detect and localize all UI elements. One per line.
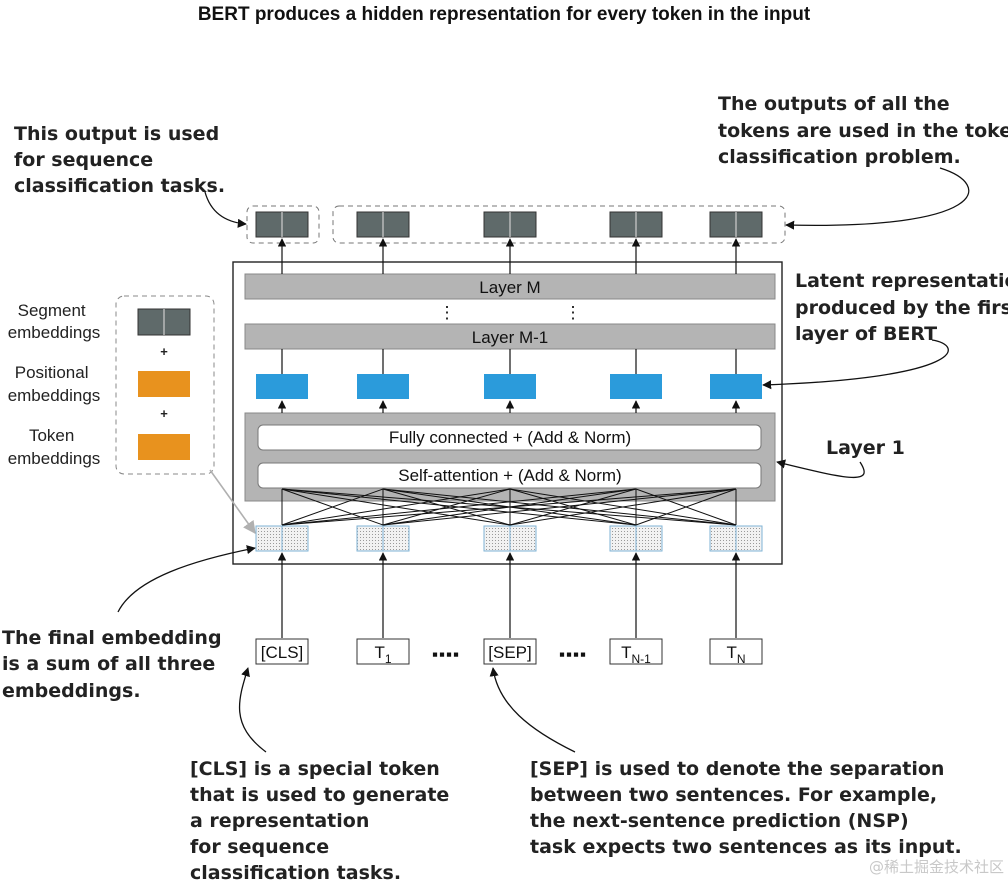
vertical-dots-right: ⋮	[565, 303, 582, 322]
attention-line-sep-cls	[281, 488, 511, 526]
token-ellipsis-2: ▪▪▪▪	[559, 645, 587, 664]
positional-embeddings-label: Positional embeddings	[8, 363, 101, 405]
attention-line-sep-t1	[382, 488, 511, 526]
self-attention-label: Self-attention + (Add & Norm)	[398, 466, 621, 485]
token-label-tn: TN	[726, 643, 745, 666]
layer-1-pointer	[776, 459, 865, 479]
diagram-title: BERT produces a hidden representation fo…	[198, 4, 811, 25]
layer-m-1-bar	[244, 323, 776, 350]
plus-sign-2: +	[160, 406, 168, 421]
latent-block-sep	[484, 374, 536, 399]
cls-output-annotation: This output is used for sequence classif…	[14, 123, 226, 197]
token-label-cls: [CLS]	[261, 643, 304, 662]
token-label-t1: T1	[374, 643, 391, 666]
attention-line-tn1-cls	[281, 488, 637, 526]
positional-embedding-swatch	[138, 371, 190, 397]
final-embedding-pointer	[117, 545, 256, 613]
sep-token-pointer	[489, 667, 576, 753]
token-ellipsis-1: ▪▪▪▪	[432, 645, 460, 664]
watermark: @稀土掘金技术社区	[869, 858, 1004, 876]
token-box-tn1	[609, 638, 663, 665]
latent-pointer	[762, 339, 949, 390]
token-output-pointer	[785, 167, 970, 230]
final-embedding-annotation: The final embedding is a sum of all thre…	[2, 627, 228, 702]
cls-output-pointer	[204, 191, 247, 228]
vertical-dots-left: ⋮	[439, 303, 456, 322]
cls-output-group	[246, 205, 320, 244]
latent-block-tn1	[610, 374, 662, 399]
token-box-tn	[709, 638, 763, 665]
latent-block-t1	[357, 374, 409, 399]
cls-token-pointer	[238, 667, 267, 753]
token-box-cls	[255, 638, 309, 665]
self-attention-box	[257, 462, 762, 489]
token-outputs-annotation: The outputs of all the tokens are used i…	[718, 93, 1008, 168]
token-output-group	[332, 205, 786, 244]
token-box-sep	[483, 638, 537, 665]
segment-embeddings-label: Segment embeddings	[8, 301, 101, 342]
latent-block-cls	[256, 374, 308, 399]
token-embedding-swatch	[138, 434, 190, 460]
layer-1-annotation: Layer 1	[826, 437, 905, 459]
token-columns: [CLS] T1 [SEP] TN-1 TN ▪▪▪▪ ▪▪▪▪	[255, 211, 763, 666]
token-box-t1	[356, 638, 410, 665]
cls-token-annotation: [CLS] is a special token that is used to…	[190, 758, 456, 883]
token-label-sep: [SEP]	[488, 643, 531, 662]
latent-annotation: Latent representation produced by the fi…	[795, 270, 1008, 345]
layer-m-label: Layer M	[479, 278, 540, 297]
plus-sign-1: +	[160, 344, 168, 359]
legend-to-embedding-arrow	[209, 469, 256, 535]
sep-token-annotation: [SEP] is used to denote the separation b…	[530, 758, 962, 858]
attention-line-tn-cls	[281, 488, 737, 526]
attention-line-t1-cls	[281, 488, 384, 526]
embedding-legend-box	[115, 295, 215, 475]
fully-connected-label: Fully connected + (Add & Norm)	[389, 428, 631, 447]
token-embeddings-label: Token embeddings	[8, 426, 101, 468]
attention-line-tn-t1	[382, 488, 737, 526]
attention-line-tn-tn1	[635, 488, 737, 526]
attention-line-tn-sep	[509, 488, 737, 526]
token-label-tn-1: TN-1	[621, 643, 651, 666]
layer-m-1-label: Layer M-1	[472, 328, 549, 347]
attention-line-tn1-sep	[509, 488, 637, 526]
latent-block-tn	[710, 374, 762, 399]
fully-connected-box	[257, 424, 762, 451]
